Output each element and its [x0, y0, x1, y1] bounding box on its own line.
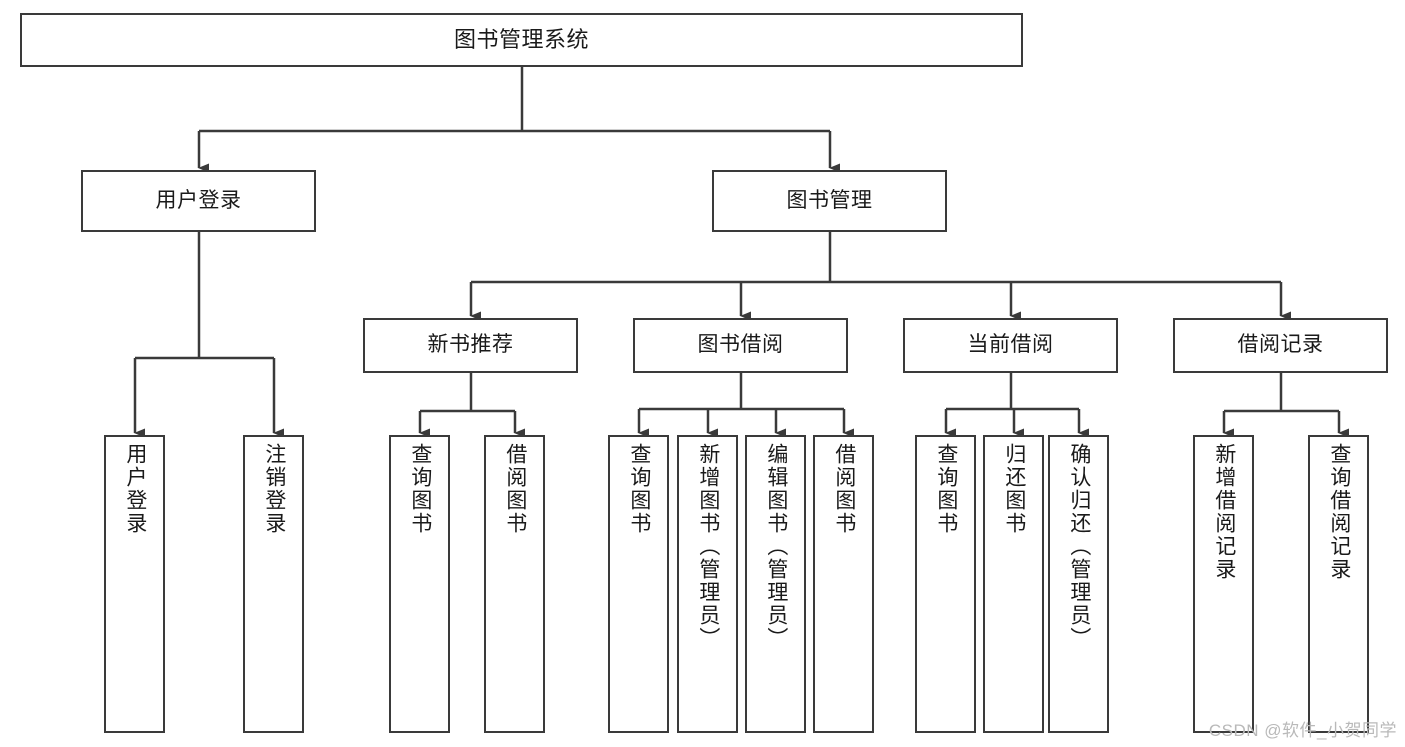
node-root-label: 图书管理系统 [453, 27, 589, 53]
node-borrow-record-label: 借阅记录 [1237, 333, 1324, 357]
node-book-borrow[interactable]: 图书借阅 [633, 318, 848, 373]
node-leaf-edit-book-admin-label: 编辑图书（管理员） [764, 443, 788, 650]
node-borrow-record[interactable]: 借阅记录 [1173, 318, 1388, 373]
node-user-login[interactable]: 用户登录 [81, 170, 316, 232]
node-leaf-query-book-1[interactable]: 查询图书 [389, 435, 450, 733]
node-leaf-confirm-return-admin-label: 确认归还（管理员） [1067, 443, 1091, 650]
node-book-borrow-label: 图书借阅 [697, 333, 784, 357]
node-leaf-query-book-2[interactable]: 查询图书 [608, 435, 669, 733]
node-leaf-borrow-book-2[interactable]: 借阅图书 [813, 435, 874, 733]
node-leaf-add-book-admin-label: 新增图书（管理员） [696, 443, 720, 650]
node-leaf-edit-book-admin[interactable]: 编辑图书（管理员） [745, 435, 806, 733]
node-book-manage[interactable]: 图书管理 [712, 170, 947, 232]
node-leaf-add-borrow-record-label: 新增借阅记录 [1212, 443, 1236, 581]
node-leaf-return-book-label: 归还图书 [1002, 443, 1026, 535]
node-leaf-logout-login[interactable]: 注销登录 [243, 435, 304, 733]
node-leaf-borrow-book-2-label: 借阅图书 [832, 443, 856, 535]
node-root[interactable]: 图书管理系统 [20, 13, 1023, 67]
node-current-borrow[interactable]: 当前借阅 [903, 318, 1118, 373]
node-leaf-return-book[interactable]: 归还图书 [983, 435, 1044, 733]
node-leaf-borrow-book-1[interactable]: 借阅图书 [484, 435, 545, 733]
node-leaf-query-borrow-record[interactable]: 查询借阅记录 [1308, 435, 1369, 733]
node-user-login-label: 用户登录 [155, 188, 242, 212]
node-leaf-borrow-book-1-label: 借阅图书 [503, 443, 527, 535]
node-book-manage-label: 图书管理 [786, 188, 873, 212]
node-leaf-add-borrow-record[interactable]: 新增借阅记录 [1193, 435, 1254, 733]
node-leaf-add-book-admin[interactable]: 新增图书（管理员） [677, 435, 738, 733]
node-new-book-recommend[interactable]: 新书推荐 [363, 318, 578, 373]
node-leaf-query-book-3[interactable]: 查询图书 [915, 435, 976, 733]
node-leaf-query-book-3-label: 查询图书 [934, 443, 958, 535]
node-leaf-user-login-label: 用户登录 [123, 443, 147, 535]
node-leaf-query-borrow-record-label: 查询借阅记录 [1327, 443, 1351, 581]
node-current-borrow-label: 当前借阅 [967, 333, 1054, 357]
node-leaf-query-book-1-label: 查询图书 [408, 443, 432, 535]
node-new-book-recommend-label: 新书推荐 [427, 333, 514, 357]
node-leaf-query-book-2-label: 查询图书 [627, 443, 651, 535]
node-leaf-confirm-return-admin[interactable]: 确认归还（管理员） [1048, 435, 1109, 733]
watermark: CSDN @软件_小贺同学 [1208, 721, 1397, 740]
node-leaf-user-login[interactable]: 用户登录 [104, 435, 165, 733]
node-leaf-logout-login-label: 注销登录 [262, 443, 286, 535]
